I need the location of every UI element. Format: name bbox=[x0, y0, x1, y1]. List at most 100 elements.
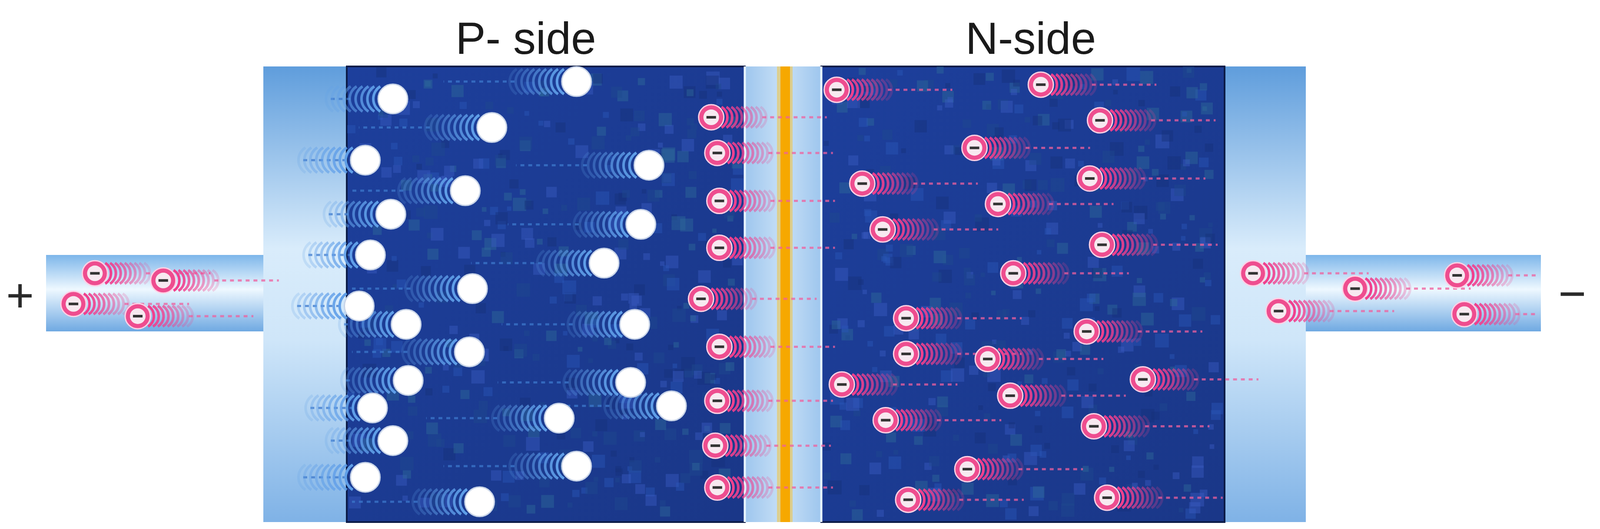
texture-speck bbox=[1182, 159, 1190, 167]
trail-arc bbox=[758, 190, 765, 212]
trail-arc bbox=[303, 242, 311, 268]
hole bbox=[378, 84, 408, 114]
hole bbox=[464, 487, 495, 517]
trail-arc bbox=[119, 263, 126, 285]
texture-speck bbox=[969, 365, 979, 376]
texture-speck bbox=[473, 158, 484, 169]
trail-arc bbox=[932, 489, 939, 511]
electron bbox=[975, 346, 1001, 372]
texture-speck bbox=[1021, 317, 1030, 326]
trail-arc bbox=[298, 147, 306, 173]
texture-speck bbox=[1167, 156, 1182, 170]
trail-arc bbox=[745, 435, 751, 457]
texture-speck bbox=[615, 468, 623, 477]
texture-speck bbox=[1030, 444, 1042, 457]
trail-arc bbox=[922, 219, 928, 241]
texture-speck bbox=[442, 385, 450, 393]
trail-arc bbox=[921, 343, 927, 365]
trail-arc bbox=[316, 464, 324, 491]
texture-speck bbox=[524, 238, 535, 249]
trail-arc bbox=[533, 69, 541, 95]
texture-speck bbox=[514, 344, 528, 358]
trail-arc bbox=[310, 464, 318, 491]
electron-body bbox=[1444, 262, 1470, 289]
trail-arc bbox=[178, 270, 185, 292]
texture-speck bbox=[1178, 507, 1184, 513]
texture-speck bbox=[391, 142, 398, 150]
texture-speck bbox=[695, 432, 703, 441]
trail-dots bbox=[752, 298, 817, 301]
electron-core bbox=[1347, 281, 1363, 297]
trail-arc bbox=[735, 288, 742, 310]
texture-speck bbox=[412, 155, 420, 163]
texture-speck bbox=[701, 422, 713, 434]
trail-arc bbox=[436, 489, 444, 515]
texture-speck bbox=[1123, 440, 1135, 452]
trail-arc bbox=[952, 489, 959, 511]
trail-arc bbox=[424, 489, 432, 515]
electron-body bbox=[1451, 301, 1478, 327]
electron bbox=[125, 303, 151, 329]
texture-speck bbox=[963, 267, 971, 275]
texture-speck bbox=[408, 219, 420, 231]
texture-speck bbox=[1191, 307, 1205, 321]
trail-dots bbox=[1153, 243, 1218, 246]
minus-sign bbox=[712, 151, 723, 155]
trail-arc bbox=[521, 405, 529, 432]
trail-arc bbox=[333, 147, 341, 173]
texture-speck bbox=[1036, 250, 1042, 255]
minus-sign bbox=[712, 486, 723, 489]
trail-arc bbox=[1116, 321, 1122, 342]
trail-arc bbox=[1482, 265, 1488, 286]
texture-speck bbox=[936, 66, 944, 74]
hole bbox=[344, 291, 375, 321]
electron-body bbox=[1087, 107, 1113, 133]
texture-speck bbox=[1014, 104, 1024, 114]
trail-arc bbox=[1106, 321, 1113, 342]
trail-arc bbox=[611, 152, 619, 179]
trail-arc bbox=[212, 270, 219, 292]
texture-speck bbox=[1001, 69, 1016, 83]
trail-arc bbox=[124, 263, 131, 285]
trail-arc bbox=[510, 405, 518, 432]
minus-sign bbox=[982, 358, 993, 361]
trail-arc bbox=[1384, 278, 1391, 300]
electron-body bbox=[893, 305, 919, 332]
texture-speck bbox=[1144, 139, 1150, 146]
trail-arc bbox=[1036, 348, 1043, 370]
trail-arc bbox=[347, 201, 355, 227]
trail-arc bbox=[1389, 278, 1396, 300]
texture-speck bbox=[485, 101, 494, 110]
trail-arc bbox=[950, 343, 957, 365]
trail-arc bbox=[398, 178, 406, 204]
texture-speck bbox=[1169, 86, 1181, 97]
texture-speck bbox=[375, 338, 383, 346]
texture-speck bbox=[442, 364, 449, 371]
trail-arc bbox=[1022, 193, 1029, 215]
trail-arc bbox=[994, 137, 1001, 159]
trail-arc bbox=[766, 142, 773, 164]
texture-speck bbox=[698, 270, 711, 283]
texture-speck bbox=[1073, 483, 1086, 496]
texture-speck bbox=[591, 454, 605, 469]
trail-arc bbox=[1404, 278, 1411, 300]
trail-dots bbox=[1329, 310, 1395, 313]
trail-arc bbox=[877, 173, 883, 195]
texture-speck bbox=[876, 510, 884, 518]
hole bbox=[477, 112, 507, 143]
texture-speck bbox=[1032, 116, 1043, 126]
trail-arc bbox=[758, 237, 765, 259]
trail-dots bbox=[959, 498, 1024, 502]
electron bbox=[1028, 72, 1054, 98]
texture-speck bbox=[872, 367, 878, 373]
trail-arc bbox=[726, 106, 733, 128]
texture-speck bbox=[973, 73, 986, 86]
trail-arc bbox=[1059, 385, 1066, 407]
texture-speck bbox=[509, 179, 519, 189]
trail-arc bbox=[901, 173, 908, 195]
trail-arc bbox=[349, 86, 357, 112]
trail-arc bbox=[891, 374, 897, 396]
hole bbox=[561, 66, 592, 97]
minus-sign bbox=[714, 345, 724, 349]
